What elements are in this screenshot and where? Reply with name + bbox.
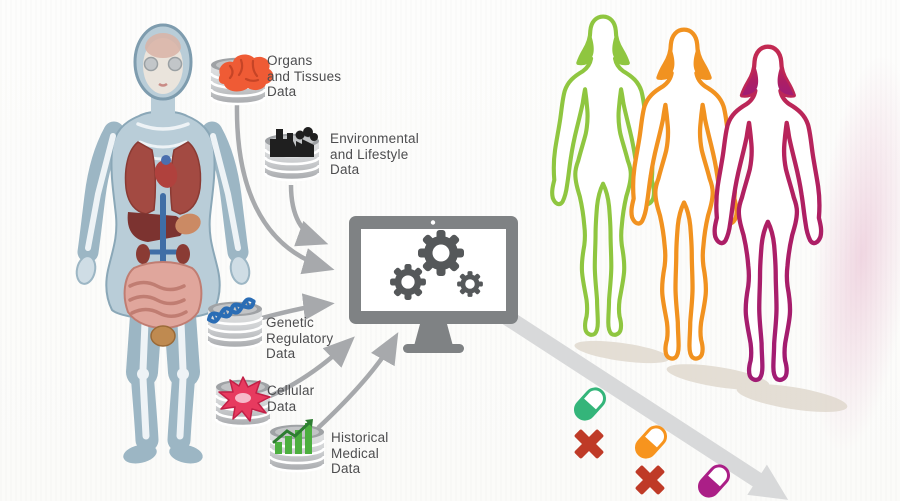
monitor-base	[403, 344, 464, 353]
outcome-arrow	[501, 309, 789, 500]
reject-x-icon	[635, 465, 665, 495]
label-line: Environmental	[330, 131, 419, 146]
bar-chart-icon	[272, 419, 313, 454]
patient-magenta-silhouette	[715, 47, 821, 380]
label-line: Genetic	[266, 315, 314, 330]
datasource-cellular	[214, 376, 272, 428]
label-line: and Tissues	[267, 68, 342, 84]
environmental-lifestyle-data-label: Environmental and Lifestyle Data	[330, 131, 419, 178]
organs	[123, 141, 203, 347]
cellular-data-label: Cellular Data	[267, 383, 314, 414]
datasource-environmental	[263, 127, 321, 182]
label-line: and Lifestyle	[330, 146, 409, 162]
label-line: Historical	[331, 430, 389, 445]
factory-icon	[270, 127, 318, 157]
pill-green-icon	[573, 387, 607, 421]
figure-shadows	[574, 340, 848, 412]
reject-x-icon	[574, 429, 604, 459]
data-flow-arrows	[234, 104, 399, 430]
dna-icon	[207, 297, 256, 324]
organs-tissues-data-label: Organs and Tissues Data	[267, 53, 341, 100]
pill-magenta-icon	[697, 464, 731, 498]
anatomical-body-illustration	[75, 23, 251, 464]
pink-wall-wash	[809, 56, 900, 454]
label-line: Medical	[331, 445, 379, 461]
label-line: Data	[267, 398, 297, 414]
label-line: Data	[266, 346, 296, 361]
datasource-organs	[209, 54, 274, 106]
datasource-genetic	[206, 297, 264, 350]
pill-orange-icon	[634, 425, 668, 459]
label-line: Cellular	[267, 383, 315, 398]
label-line: Data	[331, 461, 361, 476]
label-line: Data	[267, 84, 297, 99]
historical-medical-data-label: Historical Medical Data	[331, 430, 389, 477]
datasource-historical	[268, 419, 326, 473]
brain-outline	[145, 33, 181, 59]
cell-icon	[218, 376, 271, 422]
label-line: Organs	[267, 53, 313, 68]
brain-icon	[218, 54, 274, 92]
label-line: Data	[330, 162, 360, 177]
webcam-dot	[430, 220, 436, 225]
monitor-stand	[414, 324, 453, 346]
computer-with-gears-icon	[349, 216, 518, 353]
label-line: Regulatory	[266, 330, 334, 346]
genetic-regulatory-data-label: Genetic Regulatory Data	[266, 315, 333, 362]
